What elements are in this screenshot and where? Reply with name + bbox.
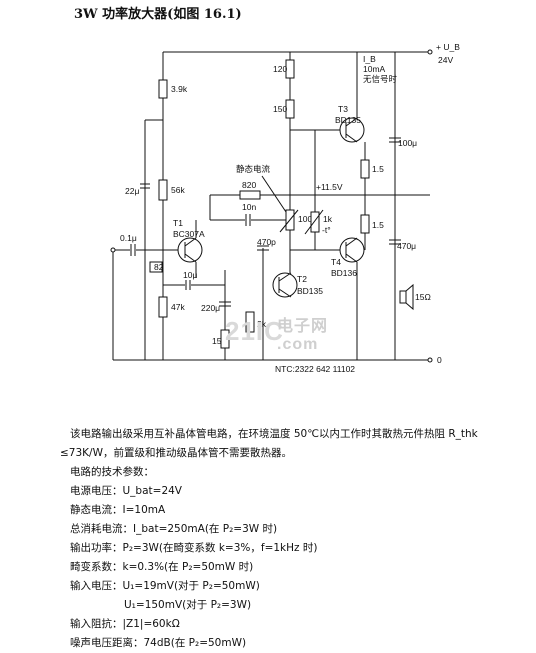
label-r-120: 120 <box>273 64 287 74</box>
label-c-100u: 100μ <box>398 138 417 148</box>
label-t1-type: BC307A <box>173 229 205 239</box>
label-c-22u: 22μ <box>125 186 139 196</box>
resistor-1-5-top <box>360 159 370 179</box>
resistor-56k <box>158 179 168 201</box>
ground-label: 0 <box>437 355 442 365</box>
ntc-1k <box>310 211 320 233</box>
label-c-470p: 470p <box>257 237 276 247</box>
label-c-10n: 10n <box>242 202 256 212</box>
watermark-main: 21IC <box>225 316 284 346</box>
spec-distortion: 畸变系数：k=0.3%(在 P₂=50mW 时) <box>70 561 254 573</box>
label-t3-type: BD135 <box>335 115 361 125</box>
label-t4-type: BD136 <box>331 268 357 278</box>
label-r-2k: 2k <box>257 319 267 329</box>
speaker <box>399 290 407 304</box>
watermark: 21IC 电子网.com <box>225 316 327 353</box>
label-speaker: 15Ω <box>415 292 431 302</box>
label-r-82: 82 <box>154 262 164 272</box>
label-t1: T1 <box>173 218 183 228</box>
label-current-3: 无信号时 <box>363 74 398 84</box>
label-r-56k: 56k <box>171 185 185 195</box>
resistor-15 <box>220 329 230 349</box>
spec-total-current: 总消耗电流：I_bat=250mA(在 P₂=3W 时) <box>70 523 278 535</box>
resistor-2k <box>245 311 255 333</box>
page-title: 3W 功率放大器(如图 16.1) <box>74 7 242 22</box>
label-r-1k: 1k <box>323 214 333 224</box>
input-terminal <box>110 247 116 253</box>
ground-terminal <box>427 357 433 363</box>
label-t2: T2 <box>297 274 307 284</box>
supply-label: + U_B <box>436 42 460 52</box>
spec-noise: 噪声电压距离：74dB(在 P₂=50mW) <box>70 637 247 649</box>
resistor-820 <box>239 190 261 200</box>
spec-input-voltage-2: U₁=150mV(对于 P₂=3W) <box>124 599 252 611</box>
spec-input-impedance: 输入阻抗：|Z1|=60kΩ <box>70 618 180 630</box>
spec-supply-voltage: 电源电压：U_bat=24V <box>70 485 182 497</box>
label-c-220u: 220μ <box>201 303 220 313</box>
label-r-1-5-bottom: 1.5 <box>372 220 384 230</box>
paragraph-1: 该电路输出级采用互补晶体管电路，在环境温度 50℃以内工作时其散热元件热阻 R_… <box>70 428 478 440</box>
label-current-2: 10mA <box>363 64 386 74</box>
transistor-t1 <box>177 237 203 263</box>
specs-heading: 电路的技术参数： <box>70 466 154 478</box>
label-r-820: 820 <box>242 180 256 190</box>
label-quiescent: 静态电流 <box>236 164 271 174</box>
label-r-1-5-top: 1.5 <box>372 164 384 174</box>
watermark-sub: 电子网.com <box>277 318 329 353</box>
label-t4: T4 <box>331 257 341 267</box>
circuit-schematic: + U_B 24V 0 3.9k 22μ 56k 0.1μ T1 BC307A … <box>110 42 460 374</box>
spec-input-voltage: 输入电压：U₁=19mV(对于 P₂=50mW) <box>70 580 260 592</box>
label-r-3-9k: 3.9k <box>171 84 188 94</box>
resistor-3-9k <box>158 79 168 99</box>
label-c-470u: 470μ <box>397 241 416 251</box>
supply-voltage: 24V <box>438 55 453 65</box>
label-node-voltage: +11.5V <box>316 182 343 192</box>
resistor-82 <box>149 261 163 273</box>
speaker-cone <box>405 283 414 311</box>
description: 该电路输出级采用互补晶体管电路，在环境温度 50℃以内工作时其散热元件热阻 R_… <box>60 425 525 653</box>
label-r-47k: 47k <box>171 302 185 312</box>
label-r-15: 15 <box>212 336 222 346</box>
label-r-1k-t: -t° <box>322 225 331 235</box>
resistor-47k <box>158 296 168 318</box>
spec-output-power: 输出功率：P₂=3W(在畸变系数 k=3%，f=1kHz 时) <box>70 542 318 554</box>
resistor-150 <box>285 99 295 119</box>
label-r-150: 150 <box>273 104 287 114</box>
label-current-1: I_B <box>363 54 376 64</box>
label-c-10u: 10μ <box>183 270 197 280</box>
spec-quiescent-current: 静态电流：I=10mA <box>70 504 166 516</box>
label-r-100: 100 <box>298 214 312 224</box>
label-ntc: NTC:2322 642 11102 <box>275 364 355 374</box>
label-t3: T3 <box>338 104 348 114</box>
resistor-1-5-bottom <box>360 214 370 234</box>
label-t2-type: BD135 <box>297 286 323 296</box>
label-c-0-1u: 0.1μ <box>120 233 137 243</box>
paragraph-2: ≤73K/W，前置级和推动级晶体管不需要散热器。 <box>60 447 292 459</box>
supply-terminal <box>427 49 433 55</box>
resistor-120 <box>285 59 295 79</box>
